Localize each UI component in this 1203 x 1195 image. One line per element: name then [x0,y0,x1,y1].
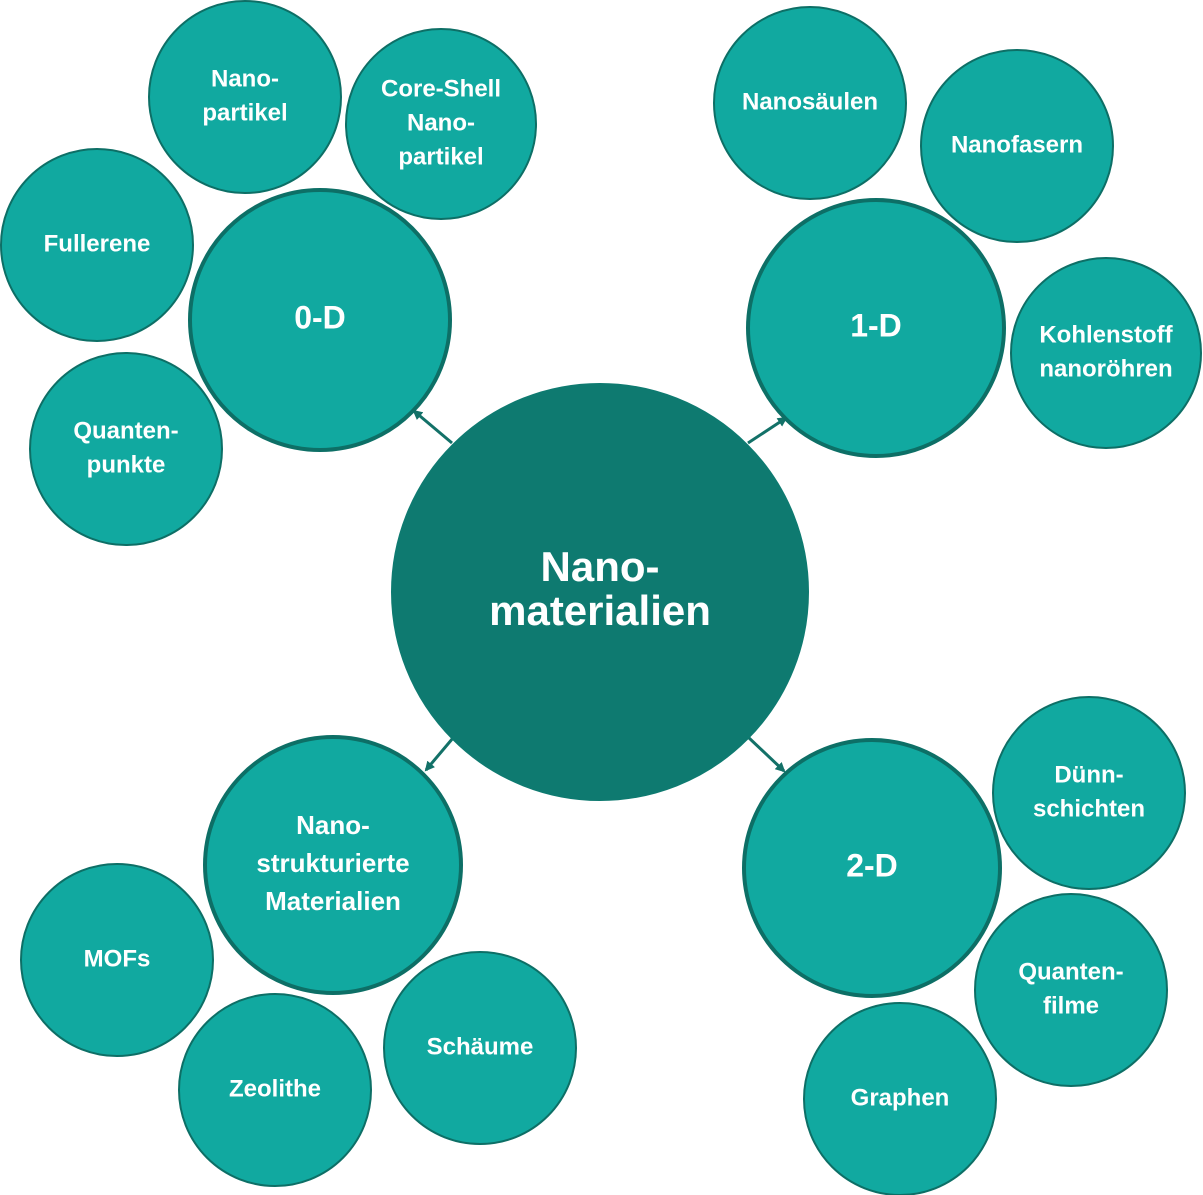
leaf-kohlenstoffnanoroehren-label-line: Kohlenstoff [1039,321,1173,348]
node-2d: 2-D [742,738,1002,998]
leaf-schaeume: Schäume [383,951,577,1145]
arrow-to-0d [412,409,453,445]
leaf-duennschichten-label-line: Dünn- [1054,761,1123,788]
node-1d-label-line: 1-D [850,307,902,343]
leaf-graphen-circle [803,1002,997,1195]
node-0d: 0-D [188,188,452,452]
leaf-zeolithe-label-line: Zeolithe [229,1075,321,1102]
leaf-nanofasern-circle [920,49,1114,243]
leaf-quantenfilme-label-line: filme [1043,992,1099,1019]
node-0d-circle [188,188,452,452]
leaf-schaeume-label-line: Schäume [427,1033,534,1060]
node-nanostructured-circle [203,735,463,995]
arrow-to-2d [746,735,786,773]
leaf-fullerene-circle [0,148,194,342]
leaf-quantenpunkte-label-line: punkte [87,451,166,478]
leaf-core-shell-nanopartikel-circle [345,28,537,220]
leaf-nanopartikel-label-line: Nano- [211,65,279,92]
leaf-nanofasern: Nanofasern [920,49,1114,243]
connector-layer [412,409,788,773]
leaf-nanosaeulen: Nanosäulen [713,6,907,200]
leaf-schaeume-circle [383,951,577,1145]
leaf-graphen: Graphen [803,1002,997,1195]
leaf-nanopartikel-circle [148,0,342,194]
node-0d-label-line: 0-D [294,299,346,335]
leaf-nanosaeulen-circle [713,6,907,200]
leaf-fullerene: Fullerene [0,148,194,342]
leaf-quantenpunkte-label-line: Quanten- [73,417,178,444]
leaf-core-shell-nanopartikel-label-line: Core-Shell [381,75,501,102]
center-node-label-line: materialien [489,587,711,634]
center-node-label-line: Nano- [541,543,660,590]
node-nanostructured-label-line: Materialien [265,886,401,916]
leaf-nanosaeulen-label-line: Nanosäulen [742,88,878,115]
leaf-quantenpunkte-circle [29,352,223,546]
leaf-zeolithe: Zeolithe [178,993,372,1187]
node-1d-circle [746,198,1006,458]
leaf-zeolithe-circle [178,993,372,1187]
center-node-circle [391,383,809,801]
arrow-to-1d [747,416,788,445]
leaf-quantenfilme: Quanten-filme [974,893,1168,1087]
leaf-core-shell-nanopartikel-label-line: Nano- [407,109,475,136]
node-nanostructured-label-line: Nano- [296,810,370,840]
leaf-duennschichten-circle [992,696,1186,890]
leaf-graphen-label-line: Graphen [851,1084,950,1111]
leaf-kohlenstoffnanoroehren-label-line: nanoröhren [1039,355,1172,382]
leaf-kohlenstoffnanoroehren: Kohlenstoff nanoröhren [1010,257,1202,449]
leaf-quantenfilme-circle [974,893,1168,1087]
leaf-mofs: MOFs [20,863,214,1057]
leaf-mofs-circle [20,863,214,1057]
leaf-nanopartikel: Nano-partikel [148,0,342,194]
node-2d-circle [742,738,1002,998]
node-nanostructured-label-line: strukturierte [256,848,409,878]
leaf-duennschichten-label-line: schichten [1033,795,1145,822]
leaf-quantenfilme-label-line: Quanten- [1018,958,1123,985]
leaf-nanopartikel-label-line: partikel [202,99,287,126]
leaf-kohlenstoffnanoroehren-circle [1010,257,1202,449]
leaf-mofs-label-line: MOFs [84,945,151,972]
node-2d-label-line: 2-D [846,847,898,883]
center-node: Nano-materialien [391,383,809,801]
node-1d: 1-D [746,198,1006,458]
leaf-core-shell-nanopartikel-label-line: partikel [398,143,483,170]
leaf-fullerene-label-line: Fullerene [44,230,151,257]
arrow-to-nanostructured [424,737,455,772]
leaf-quantenpunkte: Quanten-punkte [29,352,223,546]
leaf-duennschichten: Dünn-schichten [992,696,1186,890]
leaf-nanofasern-label-line: Nanofasern [951,131,1083,158]
